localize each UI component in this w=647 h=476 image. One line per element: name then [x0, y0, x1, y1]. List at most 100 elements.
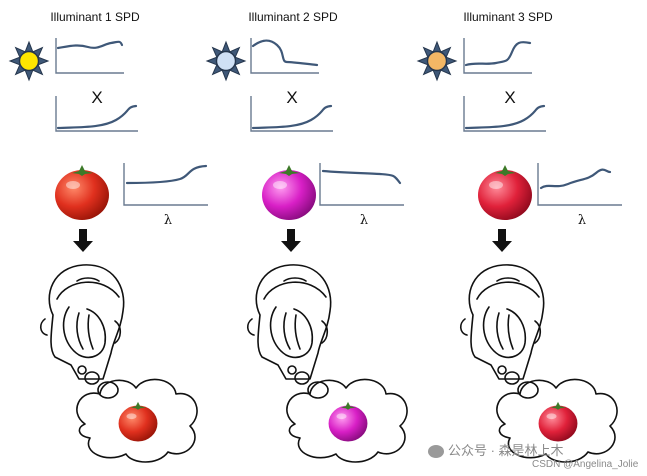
spd-graph [55, 38, 124, 74]
reflectance-graph [123, 163, 208, 206]
graph-curve [464, 41, 532, 67]
graph-curve [251, 104, 333, 130]
head-outline [48, 264, 125, 380]
graph-curve [539, 168, 612, 190]
tomato-icon [55, 165, 109, 220]
tomato-body [262, 170, 316, 220]
thought-bubble-icon [286, 365, 408, 463]
graph-axes [55, 96, 138, 132]
tomato-highlight [336, 413, 347, 420]
tomato-stem [495, 165, 516, 176]
tomato-stem [130, 401, 146, 410]
head-finger-2 [294, 314, 301, 350]
head-cheek [321, 320, 329, 344]
head-brow [263, 281, 327, 300]
bubble-medium [84, 371, 100, 385]
column-2: Illuminant 2 SPD Xλ [205, 10, 408, 463]
reflectance-graph [537, 163, 622, 206]
wechat-icon [428, 445, 444, 459]
sun-disk [426, 50, 448, 72]
graph-axes [319, 163, 404, 206]
tomato-stem [550, 401, 566, 410]
watermark-account: 公众号 · 森是林上木 [448, 443, 564, 458]
arrow-down-icon [281, 229, 301, 252]
cloud [496, 378, 618, 463]
tomato-icon [118, 401, 158, 442]
tomato-highlight [546, 413, 557, 420]
column-title: Illuminant 1 SPD [50, 10, 140, 24]
head-brow [56, 281, 120, 300]
head-brow [476, 281, 540, 300]
cloud [286, 378, 408, 463]
sun-disk [215, 50, 237, 72]
sensitivity-graph [463, 96, 546, 132]
spd-graph [463, 38, 532, 74]
bubble-small [497, 365, 507, 375]
graph-axes [463, 96, 546, 132]
sun-icon [8, 40, 50, 82]
multiply-sign: X [91, 88, 102, 107]
multiply-sign: X [504, 88, 515, 107]
wechat-watermark: 公众号 · 森是林上木 [428, 440, 564, 459]
head-ear [246, 318, 255, 336]
tomato-icon [538, 401, 578, 442]
wavelength-label: λ [164, 213, 172, 228]
thought-bubble-icon [76, 365, 198, 463]
tomato-body [55, 170, 109, 220]
head-eyebrow [283, 277, 307, 282]
column-title: Illuminant 3 SPD [463, 10, 553, 24]
graph-axes [463, 38, 532, 74]
graph-axes [537, 163, 622, 206]
column-title: Illuminant 2 SPD [248, 10, 338, 24]
sun-icon [416, 40, 458, 82]
tomato-highlight [273, 181, 287, 189]
tomato-stem [279, 165, 300, 176]
bubble-medium [294, 371, 310, 385]
sun-icon [205, 40, 247, 82]
bubble-medium [504, 371, 520, 385]
head-finger-1 [496, 312, 504, 350]
tomato-body [328, 405, 368, 442]
arrow-down-icon [73, 229, 93, 252]
head-eyebrow [76, 277, 100, 282]
column-1: Illuminant 1 SPD Xλ [8, 10, 208, 463]
head-hand [62, 306, 107, 359]
tomato-icon [478, 165, 532, 220]
tomato-highlight [66, 181, 80, 189]
graph-axes [123, 163, 208, 206]
reflectance-graph [319, 163, 404, 206]
watermark-credit: CSDN @Angelina_Jolie [532, 459, 639, 470]
graph-curve [56, 40, 124, 50]
graph-curve [56, 104, 138, 130]
head-cheek [534, 320, 542, 344]
head-eyebrow [496, 277, 520, 282]
graph-axes [250, 38, 319, 74]
sun-disk [18, 50, 40, 72]
head-finger-2 [87, 314, 94, 350]
head-finger-2 [507, 314, 514, 350]
head-finger-1 [76, 312, 84, 350]
head-icon [459, 264, 545, 380]
tomato-body [118, 405, 158, 442]
sensitivity-graph [250, 96, 333, 132]
bubble-small [77, 365, 87, 375]
wavelength-label: λ [360, 213, 368, 228]
head-outline [255, 264, 332, 380]
bubble-small [287, 365, 297, 375]
multiply-sign: X [286, 88, 297, 107]
tomato-body [478, 170, 532, 220]
head-cheek [114, 320, 122, 344]
arrow-down-icon [492, 229, 512, 252]
head-outline [468, 264, 545, 380]
thought-bubble-icon [496, 365, 618, 463]
graph-axes [250, 96, 333, 132]
graph-curve [251, 39, 319, 67]
head-icon [246, 264, 332, 380]
tomato-stem [72, 165, 93, 176]
head-finger-1 [283, 312, 291, 350]
head-ear [39, 318, 48, 336]
graph-axes [55, 38, 124, 74]
tomato-highlight [126, 413, 137, 420]
